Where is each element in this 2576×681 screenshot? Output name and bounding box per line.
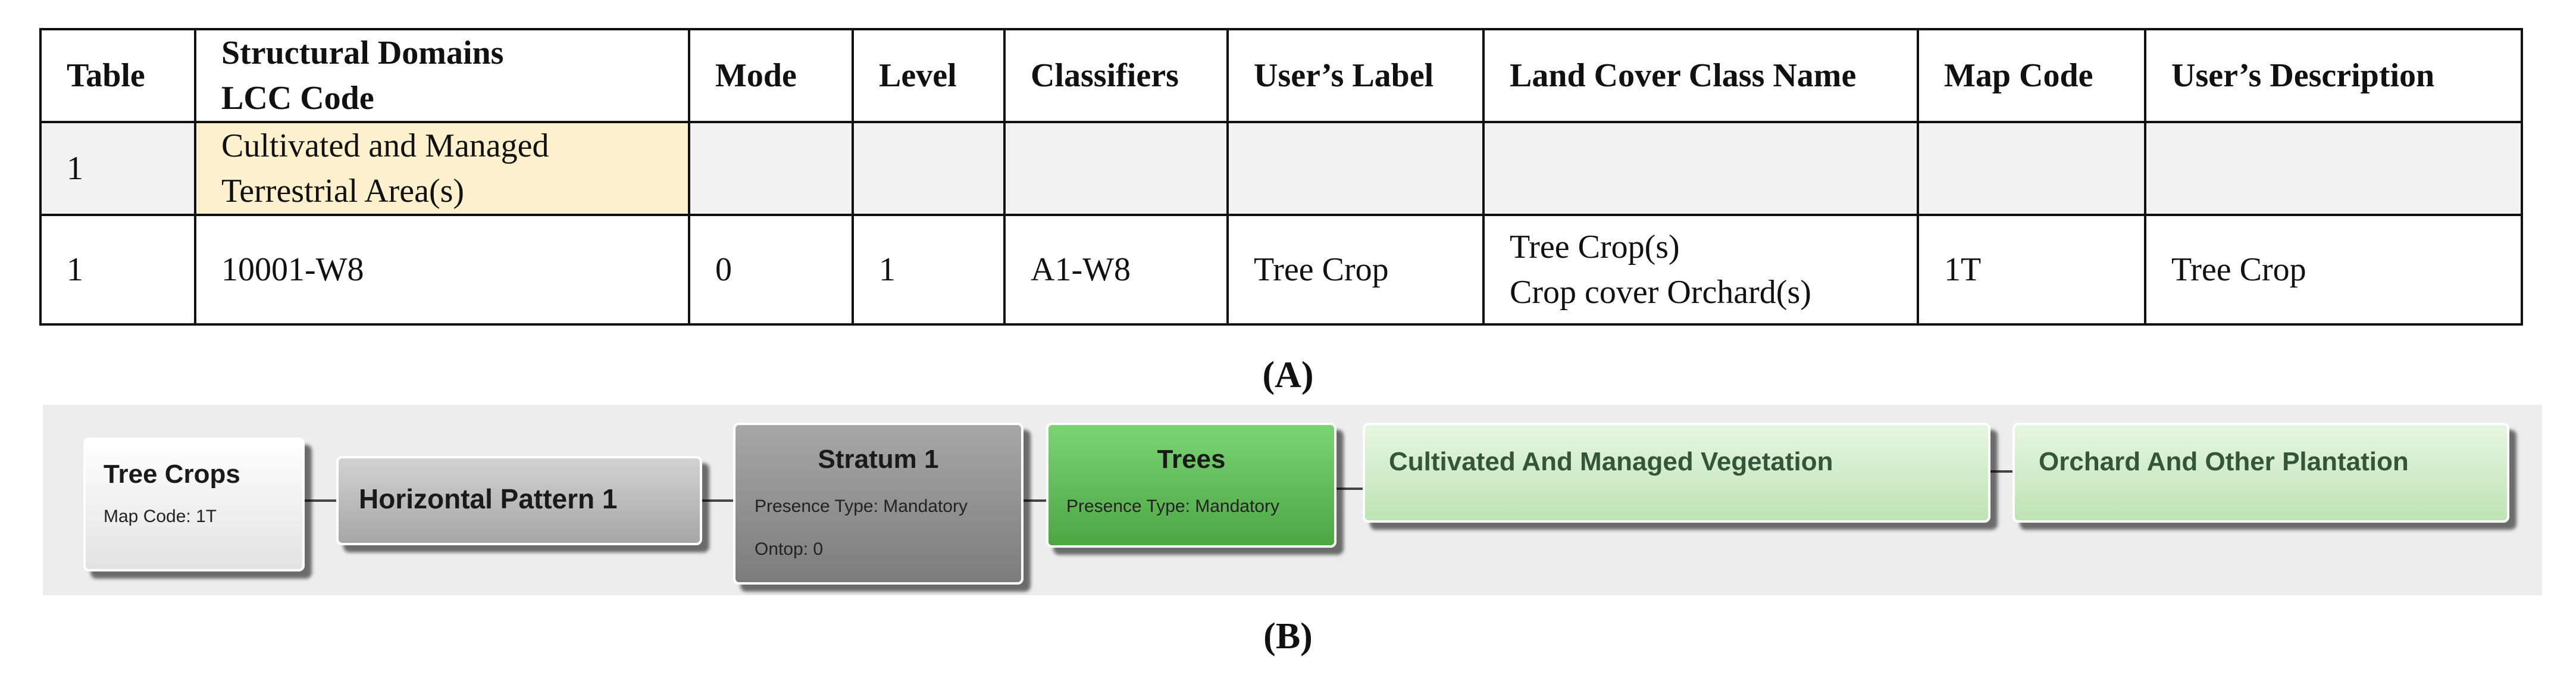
node-stratum[interactable]: Stratum 1 Presence Type: Mandatory Ontop… xyxy=(733,423,1023,585)
node-tree-crops[interactable]: Tree Crops Map Code: 1T xyxy=(83,438,305,571)
node-orchard-other-plantation[interactable]: Orchard And Other Plantation xyxy=(2012,423,2509,523)
header-users-description: User’s Description xyxy=(2144,28,2523,123)
table-cell: 1 xyxy=(39,214,196,326)
header-mode: Mode xyxy=(688,28,854,123)
connector-line xyxy=(702,499,733,502)
node-horizontal-pattern[interactable]: Horizontal Pattern 1 xyxy=(336,456,702,545)
header-classifiers: Classifiers xyxy=(1003,28,1229,123)
table-cell xyxy=(1226,121,1485,216)
table-cell xyxy=(1917,121,2146,216)
node-title: Cultivated And Managed Vegetation xyxy=(1389,447,1833,476)
table-cell xyxy=(688,121,854,216)
table-cell: 1 xyxy=(39,121,196,216)
table-cell: Tree Crop(s)Crop cover Orchard(s) xyxy=(1482,214,1919,326)
header-land-cover-class-name: Land Cover Class Name xyxy=(1482,28,1919,123)
node-trees[interactable]: Trees Presence Type: Mandatory xyxy=(1046,423,1336,548)
table-cell: Tree Crop xyxy=(1226,214,1485,326)
table-cell: 10001-W8 xyxy=(194,214,690,326)
caption-a: (A) xyxy=(1262,355,1314,395)
table-cell xyxy=(1003,121,1229,216)
table-cell xyxy=(852,121,1006,216)
node-title: Horizontal Pattern 1 xyxy=(359,483,618,514)
node-presence-type: Presence Type: Mandatory xyxy=(755,496,968,516)
header-map-code: Map Code xyxy=(1917,28,2146,123)
node-title: Trees xyxy=(1157,445,1226,474)
node-title: Orchard And Other Plantation xyxy=(2039,447,2409,476)
header-users-label: User’s Label xyxy=(1226,28,1485,123)
table-cell xyxy=(2144,121,2523,216)
table-cell: A1-W8 xyxy=(1003,214,1229,326)
table-cell: 1 xyxy=(852,214,1006,326)
connector-line xyxy=(305,499,336,502)
node-ontop: Ontop: 0 xyxy=(755,539,824,559)
node-cultivated-managed-vegetation[interactable]: Cultivated And Managed Vegetation xyxy=(1363,423,1990,523)
node-title: Stratum 1 xyxy=(818,445,939,474)
header-level: Level xyxy=(852,28,1006,123)
table-cell: 0 xyxy=(688,214,854,326)
node-title: Tree Crops xyxy=(104,460,240,489)
connector-line xyxy=(1990,470,2012,473)
table-cell: Tree Crop xyxy=(2144,214,2523,326)
table-row: 1 10001-W8 0 1 A1-W8 Tree Crop Tree Crop… xyxy=(39,214,2523,326)
connector-line xyxy=(1023,499,1046,502)
table-cell xyxy=(1482,121,1919,216)
node-presence-type: Presence Type: Mandatory xyxy=(1066,496,1279,516)
connector-line xyxy=(1336,488,1363,490)
node-map-code: Map Code: 1T xyxy=(104,507,217,526)
caption-b: (B) xyxy=(1263,616,1313,657)
table-cell: 1T xyxy=(1917,214,2146,326)
header-table: Table xyxy=(39,28,196,123)
